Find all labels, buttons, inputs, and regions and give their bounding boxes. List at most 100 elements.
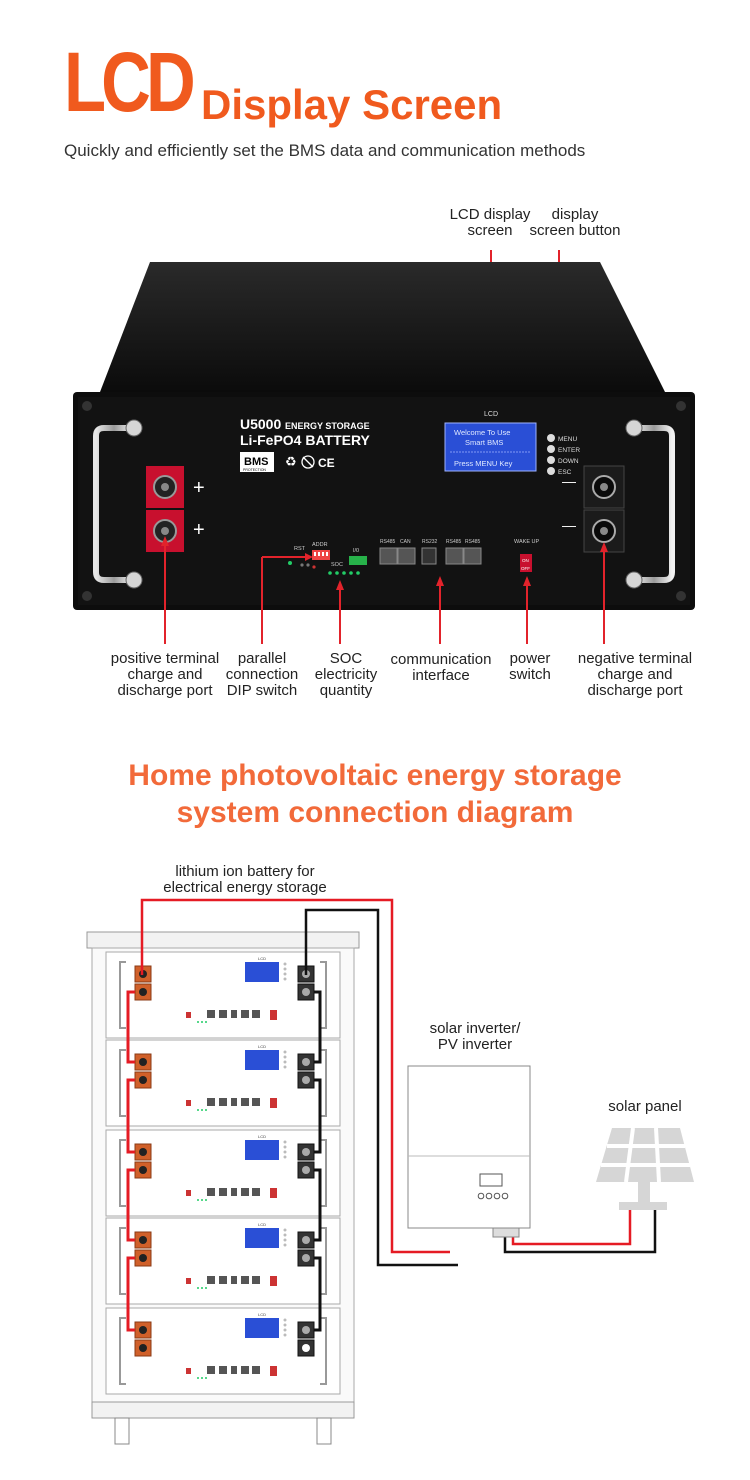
bms-badge-subtext: PROTECTION [243, 468, 266, 472]
module-lcd-screen [245, 962, 279, 982]
svg-text:RST: RST [294, 546, 306, 552]
callout-text: discharge port [587, 682, 683, 699]
section-title-line-1: Home photovoltaic energy storage [128, 759, 622, 792]
module-handle [320, 1317, 327, 1385]
battery-chemistry: Li-FePO4 BATTERY [240, 432, 371, 448]
svg-text:PROTECTION: PROTECTION [243, 468, 266, 472]
rs485-port-3[interactable] [463, 547, 482, 565]
svg-text:Smart BMS: Smart BMS [465, 438, 503, 447]
label-text: electrical energy storage [163, 879, 327, 896]
module-lcd-label: LCD [258, 1044, 266, 1049]
lcd-line-1: Welcome To Use [454, 428, 510, 437]
module-lcd-label: LCD [258, 1312, 266, 1317]
battery-model: U5000 [240, 416, 281, 432]
addr-label: ADDR [312, 542, 328, 548]
callout-text: SOC [329, 650, 363, 667]
power-switch[interactable] [520, 554, 532, 572]
cabinet-wheel [316, 1417, 332, 1445]
callout-soc-quantity: SOC electricity quantity [302, 651, 390, 699]
svg-text:DOWN: DOWN [558, 458, 579, 465]
svg-text:+: + [193, 477, 205, 499]
recycle-icon: ♻ [285, 454, 297, 469]
port-label: RS485 [446, 539, 462, 545]
module-link-positive [126, 1256, 135, 1332]
rs485-port[interactable] [379, 547, 398, 565]
left-handle [93, 425, 132, 583]
cabinet-wheel [114, 1417, 130, 1445]
svg-text:RS232: RS232 [422, 539, 438, 545]
callout-text: screen button [529, 222, 621, 239]
svg-text:ADDR: ADDR [312, 542, 328, 548]
solar-panel-icon [596, 1127, 694, 1210]
port-label: RS232 [422, 539, 438, 545]
plus-sign: + [193, 519, 205, 541]
wake-up-label: WAKE UP [514, 539, 539, 545]
module-link-negative [314, 1078, 322, 1154]
down-button[interactable] [547, 456, 555, 464]
module-handle [320, 1139, 327, 1207]
module-link-negative [314, 990, 322, 1064]
menu-button[interactable] [547, 434, 555, 442]
callout-text: LCD display [449, 206, 531, 223]
right-handle [636, 425, 675, 583]
no-disposal-icon [301, 455, 315, 469]
label-solar-inverter: solar inverter/ PV inverter [405, 1021, 545, 1053]
rst-label: RST [294, 546, 306, 552]
svg-text:CAN: CAN [400, 539, 411, 545]
callout-lcd-display-screen: LCD display screen [420, 207, 560, 239]
title-display-screen: Display Screen [201, 81, 503, 128]
wire-panel-positive [511, 1210, 632, 1246]
callout-text: power [509, 650, 551, 667]
dip-switch[interactable] [312, 550, 330, 560]
callout-text: interface [412, 667, 470, 684]
module-handle [119, 1317, 126, 1385]
can-port[interactable] [397, 547, 416, 565]
svg-text:Li-FePO4 BATTERY: Li-FePO4 BATTERY [240, 432, 371, 448]
callout-text: discharge port [117, 682, 213, 699]
svg-text:ENTER: ENTER [558, 447, 580, 454]
label-text: solar inverter/ [429, 1020, 521, 1037]
switch-off-label: OFF [521, 566, 530, 571]
module-handle [320, 961, 327, 1029]
module-handle [119, 961, 126, 1029]
label-lithium-battery: lithium ion battery for electrical energ… [135, 864, 355, 896]
callout-text: display [551, 206, 599, 223]
svg-text:RS485: RS485 [380, 539, 396, 545]
svg-text:Press MENU Key: Press MENU Key [454, 459, 513, 468]
callout-text: quantity [319, 682, 373, 699]
svg-text:LCD: LCD [484, 411, 498, 418]
ce-mark: CE [318, 456, 335, 470]
callout-text: electricity [314, 666, 378, 683]
module-lcd-screen [245, 1228, 279, 1248]
down-button-label: DOWN [558, 458, 579, 465]
callout-text: screen [467, 222, 513, 239]
callout-negative-terminal: negative terminal charge and discharge p… [557, 651, 713, 699]
port-label: RS485 [465, 539, 481, 545]
callout-positive-terminal: positive terminal charge and discharge p… [75, 651, 255, 699]
module-link-positive [126, 990, 135, 1064]
enter-button[interactable] [547, 445, 555, 453]
module-lcd-label: LCD [258, 1222, 266, 1227]
module-link-positive [126, 1078, 135, 1154]
port-label: RS485 [380, 539, 396, 545]
module-lcd-label: LCD [258, 1134, 266, 1139]
svg-text:MENU: MENU [558, 436, 577, 443]
callout-text: charge and [597, 666, 673, 683]
callout-text: parallel [237, 650, 287, 667]
wire-positive [140, 898, 450, 1254]
callout-text: charge and [127, 666, 203, 683]
lcd-line-2: Smart BMS [465, 438, 503, 447]
lcd-line-3: Press MENU Key [454, 459, 513, 468]
rs232-port[interactable] [421, 547, 437, 565]
module-handle [119, 1227, 126, 1295]
module-handle [320, 1049, 327, 1117]
callout-text: positive terminal [110, 650, 220, 667]
module-handle [119, 1139, 126, 1207]
rs485-port-2[interactable] [445, 547, 464, 565]
wire-panel-negative [503, 1210, 657, 1254]
section-title-line-2: system connection diagram [176, 796, 574, 829]
svg-text:I/0: I/0 [353, 548, 359, 554]
lcd-screen [444, 422, 537, 472]
esc-button[interactable] [547, 467, 555, 475]
